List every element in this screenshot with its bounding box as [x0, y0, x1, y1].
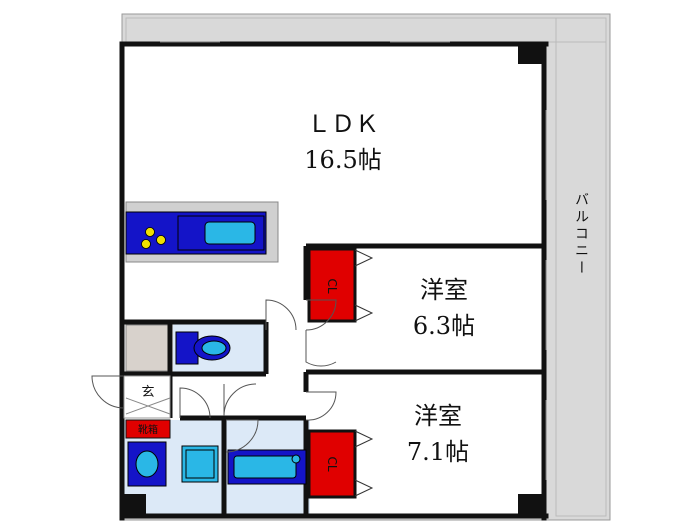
western-room-2-name: 洋室 [414, 402, 462, 430]
ldk-size: 16.5帖 [304, 146, 381, 174]
western-room-1-size: 6.3帖 [413, 312, 475, 340]
closet-2: CL [307, 429, 374, 499]
entrance-label: 玄 [141, 385, 154, 400]
windows [160, 41, 547, 480]
closet-1-label: CL [325, 278, 339, 293]
western-room-1-name: 洋室 [420, 276, 468, 304]
shoe-box-label: 靴箱 [138, 423, 158, 436]
bathtub-icon [227, 449, 307, 485]
sink-icon [204, 221, 256, 245]
stove-burner [156, 235, 166, 245]
closet-1: CL [307, 247, 374, 323]
outer-walls [119, 41, 549, 521]
entrance: 玄 [91, 375, 171, 419]
kitchen-counter [125, 201, 279, 263]
western-room-2-size: 7.1帖 [407, 438, 469, 466]
washing-machine-pan [181, 445, 219, 483]
columns [122, 42, 546, 518]
stove-burner [145, 227, 155, 237]
washbasin-icon [127, 441, 167, 487]
balcony-label: バルコニー [573, 192, 589, 277]
stove-burner [141, 239, 151, 249]
storage-box [125, 324, 171, 372]
shoe-box: 靴箱 [125, 419, 171, 439]
toilet-icon [175, 331, 231, 365]
doors [179, 299, 337, 453]
ldk-name: ＬＤＫ [307, 110, 379, 138]
closet-2-label: CL [325, 456, 339, 471]
